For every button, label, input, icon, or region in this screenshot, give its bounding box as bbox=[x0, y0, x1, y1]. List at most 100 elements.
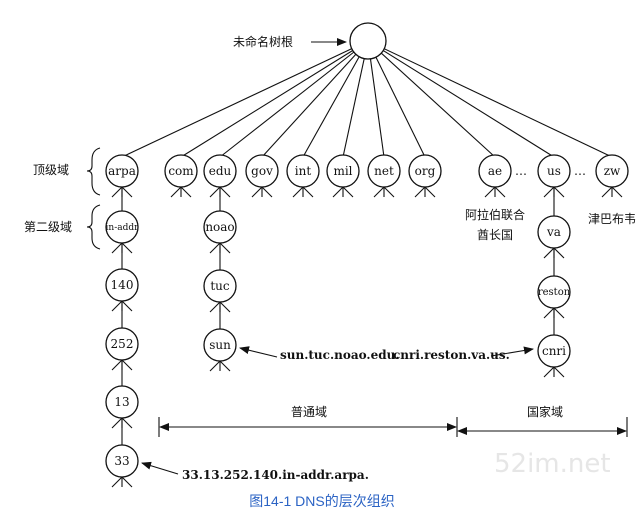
svg-text:noao: noao bbox=[205, 220, 234, 234]
node-sun: sun bbox=[203, 328, 237, 362]
figure-caption: 图14-1 DNS的层次组织 bbox=[249, 493, 394, 509]
root-node bbox=[349, 22, 387, 60]
svg-text:arpa: arpa bbox=[108, 164, 136, 178]
top-level-brace bbox=[86, 147, 101, 196]
fan-stub-line bbox=[111, 476, 123, 488]
node-cnri: cnri bbox=[537, 334, 571, 368]
fan-stub-line bbox=[111, 359, 123, 371]
fan-stub-line bbox=[219, 360, 231, 372]
node-net: net bbox=[367, 154, 401, 188]
ae-country-name-line2: 酋长国 bbox=[477, 227, 513, 242]
ptr-fqdn-label: 33.13.252.140.in-addr.arpa. bbox=[182, 468, 369, 482]
fan-stub-line bbox=[209, 301, 221, 313]
fan-stub-line bbox=[332, 186, 344, 198]
root-label: 未命名树根 bbox=[233, 34, 293, 49]
svg-text:cnri: cnri bbox=[542, 344, 566, 358]
fan-stub-line bbox=[209, 186, 221, 198]
node-com: com bbox=[164, 154, 198, 188]
svg-text:com: com bbox=[168, 164, 194, 178]
fan-stub-line bbox=[219, 186, 231, 198]
node-org: org bbox=[408, 154, 442, 188]
svg-text:252: 252 bbox=[111, 337, 134, 351]
svg-text:gov: gov bbox=[251, 164, 273, 178]
node-zw: zw bbox=[595, 154, 629, 188]
fan-stub-line bbox=[484, 186, 496, 198]
fan-stub-line bbox=[543, 247, 555, 259]
svg-text:reston: reston bbox=[538, 287, 571, 298]
node-33: 33 bbox=[105, 444, 139, 478]
fan-stub-line bbox=[170, 186, 182, 198]
node-252: 252 bbox=[105, 327, 139, 361]
fan-stub-line bbox=[553, 186, 565, 198]
svg-text:140: 140 bbox=[111, 278, 134, 292]
fan-stub-line bbox=[111, 300, 123, 312]
svg-text:ae: ae bbox=[488, 164, 502, 178]
zw-country-name: 津巴布韦 bbox=[588, 212, 636, 226]
node-arpa: arpa bbox=[105, 154, 139, 188]
fan-stub-line bbox=[414, 186, 426, 198]
generic-domains-label: 普通域 bbox=[291, 405, 327, 419]
svg-text:13: 13 bbox=[114, 395, 129, 409]
svg-text:us: us bbox=[547, 164, 561, 178]
country-domains-label: 国家域 bbox=[527, 404, 563, 419]
fan-stub-line bbox=[121, 300, 133, 312]
svg-text:33: 33 bbox=[114, 454, 129, 468]
fan-stubs bbox=[111, 186, 623, 488]
fan-stub-line bbox=[111, 417, 123, 429]
node-13: 13 bbox=[105, 385, 139, 419]
ptr-fqdn-arrow bbox=[141, 461, 179, 475]
second-level-domain-label: 第二级域 bbox=[24, 220, 72, 234]
svg-text:net: net bbox=[374, 164, 394, 178]
ellipsis-ae-us: … bbox=[515, 164, 527, 178]
fan-stub-line bbox=[219, 301, 231, 313]
node-noao: noao bbox=[203, 210, 237, 244]
top-level-domain-label: 顶级域 bbox=[33, 163, 69, 177]
svg-text:mil: mil bbox=[333, 164, 352, 178]
node-mil: mil bbox=[326, 154, 360, 188]
fan-stub-line bbox=[111, 186, 123, 198]
ae-country-name-line1: 阿拉伯联合 bbox=[465, 207, 525, 222]
svg-text:edu: edu bbox=[209, 164, 232, 178]
fan-stub-line bbox=[543, 307, 555, 319]
fan-stub-line bbox=[611, 186, 623, 198]
fan-stub-line bbox=[292, 186, 304, 198]
root-edges bbox=[121, 40, 613, 158]
sun-fqdn-arrow bbox=[239, 346, 278, 358]
svg-text:int: int bbox=[295, 164, 312, 178]
fan-stub-line bbox=[543, 366, 555, 378]
cnri-fqdn-arrow bbox=[490, 346, 534, 357]
fan-stub-line bbox=[111, 242, 123, 254]
fan-stub-line bbox=[383, 186, 395, 198]
svg-text:va: va bbox=[546, 225, 561, 239]
svg-text:sun: sun bbox=[209, 338, 231, 352]
node-in-addr: in-addr bbox=[105, 210, 140, 244]
fan-stub-line bbox=[373, 186, 385, 198]
chain-edges bbox=[121, 187, 555, 445]
node-140: 140 bbox=[105, 268, 139, 302]
fan-stub-line bbox=[121, 417, 133, 429]
node-edu: edu bbox=[203, 154, 237, 188]
svg-text:in-addr: in-addr bbox=[106, 223, 140, 233]
fan-stub-line bbox=[553, 366, 565, 378]
fan-stub-line bbox=[219, 242, 231, 254]
generic-domains-range bbox=[158, 417, 458, 437]
fan-stub-line bbox=[121, 242, 133, 254]
fan-stub-line bbox=[553, 247, 565, 259]
fan-stub-line bbox=[209, 242, 221, 254]
fan-stub-line bbox=[261, 186, 273, 198]
watermark: 52im.net bbox=[494, 449, 611, 479]
fan-stub-line bbox=[601, 186, 613, 198]
node-tuc: tuc bbox=[203, 269, 237, 303]
ellipsis-us-zw: … bbox=[574, 164, 586, 178]
fan-stub-line bbox=[342, 186, 354, 198]
country-domains-range bbox=[457, 417, 628, 437]
node-int: int bbox=[286, 154, 320, 188]
fan-stub-line bbox=[121, 476, 133, 488]
fan-stub-line bbox=[543, 186, 555, 198]
node-reston: reston bbox=[537, 275, 571, 309]
svg-text:zw: zw bbox=[604, 164, 621, 178]
cnri-fqdn-label: cnri.reston.va.us. bbox=[393, 348, 510, 362]
fan-stub-line bbox=[302, 186, 314, 198]
fan-stub-line bbox=[251, 186, 263, 198]
